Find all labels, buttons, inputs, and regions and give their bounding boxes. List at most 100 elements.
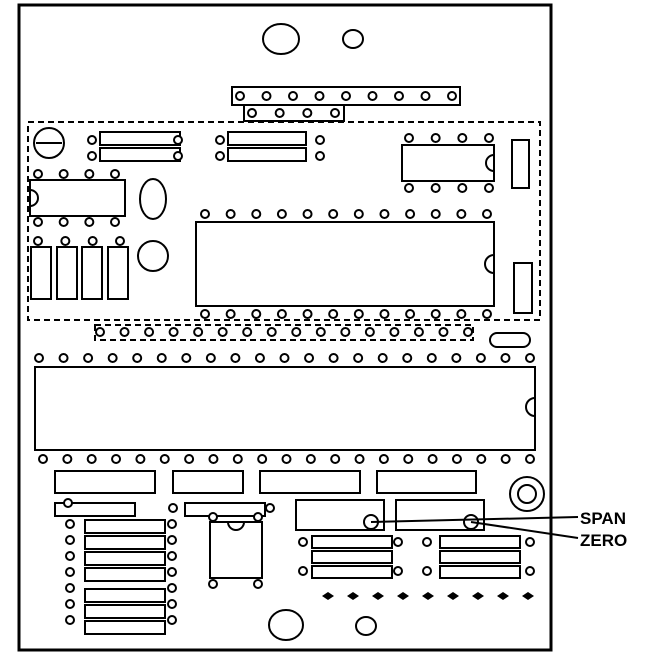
pin: [84, 217, 95, 227]
component-row-2: [172, 470, 244, 494]
pin: [420, 91, 431, 101]
pin: [330, 108, 340, 118]
pin: [168, 327, 179, 337]
pin: [232, 454, 243, 464]
diamond-marker: [322, 592, 334, 600]
pin: [253, 512, 263, 522]
pin: [181, 353, 192, 363]
pin: [353, 209, 364, 219]
mounting-holes: [262, 23, 377, 641]
pin: [230, 353, 241, 363]
pin: [430, 183, 441, 193]
resistor-block-center: [311, 535, 393, 579]
pin: [438, 327, 449, 337]
pin: [208, 579, 218, 589]
pin: [208, 454, 219, 464]
pin: [251, 309, 262, 319]
resistor-vertical-right-top: [511, 139, 530, 189]
pin: [242, 327, 253, 337]
pin: [430, 133, 441, 143]
zero-trimmer-body: [395, 499, 485, 531]
pin: [60, 236, 71, 246]
pin: [167, 583, 177, 593]
diamond-marker: [397, 592, 409, 600]
component-row-4: [376, 470, 477, 494]
pin: [168, 503, 178, 513]
pin: [215, 151, 225, 161]
pin: [389, 327, 400, 337]
pin: [65, 599, 75, 609]
pin: [330, 454, 341, 464]
pin: [266, 327, 277, 337]
pin: [379, 209, 390, 219]
diamond-marker: [347, 592, 359, 600]
pin: [274, 108, 285, 118]
ic-top-right: [401, 144, 495, 182]
pin: [500, 353, 511, 363]
pin: [281, 454, 292, 464]
pin: [353, 353, 364, 363]
pin: [457, 183, 468, 193]
pin: [367, 91, 378, 101]
pin: [427, 454, 438, 464]
pin: [525, 454, 535, 464]
pin: [354, 454, 365, 464]
pin: [247, 108, 257, 118]
pin: [314, 91, 325, 101]
board-outline: [17, 3, 553, 652]
pin: [87, 236, 98, 246]
diamond-marker: [447, 592, 459, 600]
pin: [34, 353, 44, 363]
pin: [83, 353, 94, 363]
pin: [167, 615, 177, 625]
pin: [193, 327, 204, 337]
resistor-stack-left: [54, 502, 166, 635]
pin: [394, 91, 404, 101]
pin: [65, 551, 75, 561]
pin: [261, 91, 272, 101]
pin: [393, 566, 403, 576]
pin: [305, 454, 316, 464]
pin: [62, 454, 73, 464]
pin: [257, 454, 268, 464]
pin: [298, 566, 308, 576]
pin: [298, 537, 308, 547]
daughter-board-outline: [27, 121, 541, 341]
pin: [403, 454, 414, 464]
zero-trimmer-screw: [463, 514, 479, 530]
pin: [132, 353, 143, 363]
pin: [482, 309, 492, 319]
pin: [304, 353, 315, 363]
pin: [107, 353, 118, 363]
pin: [364, 327, 375, 337]
pin: [426, 353, 437, 363]
pin: [200, 209, 210, 219]
pin: [456, 209, 467, 219]
pin: [38, 454, 48, 464]
pin: [353, 309, 364, 319]
pin: [525, 566, 535, 576]
pin: [451, 454, 462, 464]
pin: [159, 454, 170, 464]
pin: [33, 217, 43, 227]
diamond-marker: [522, 592, 534, 600]
pin: [476, 454, 487, 464]
pin: [253, 579, 263, 589]
pin: [315, 151, 325, 161]
resistor-vertical-4: [107, 246, 129, 300]
resistor-block-right: [439, 535, 521, 579]
pin: [457, 133, 468, 143]
pin: [33, 236, 43, 246]
pin: [482, 209, 492, 219]
pin: [402, 353, 413, 363]
pin: [288, 91, 298, 101]
pin: [110, 217, 120, 227]
pin: [422, 566, 432, 576]
transistor-top-left: [33, 127, 65, 159]
pin: [173, 135, 183, 145]
pin: [208, 512, 218, 522]
pin: [86, 454, 97, 464]
resistor-middle: [184, 502, 266, 517]
crystal-oval: [139, 178, 167, 220]
